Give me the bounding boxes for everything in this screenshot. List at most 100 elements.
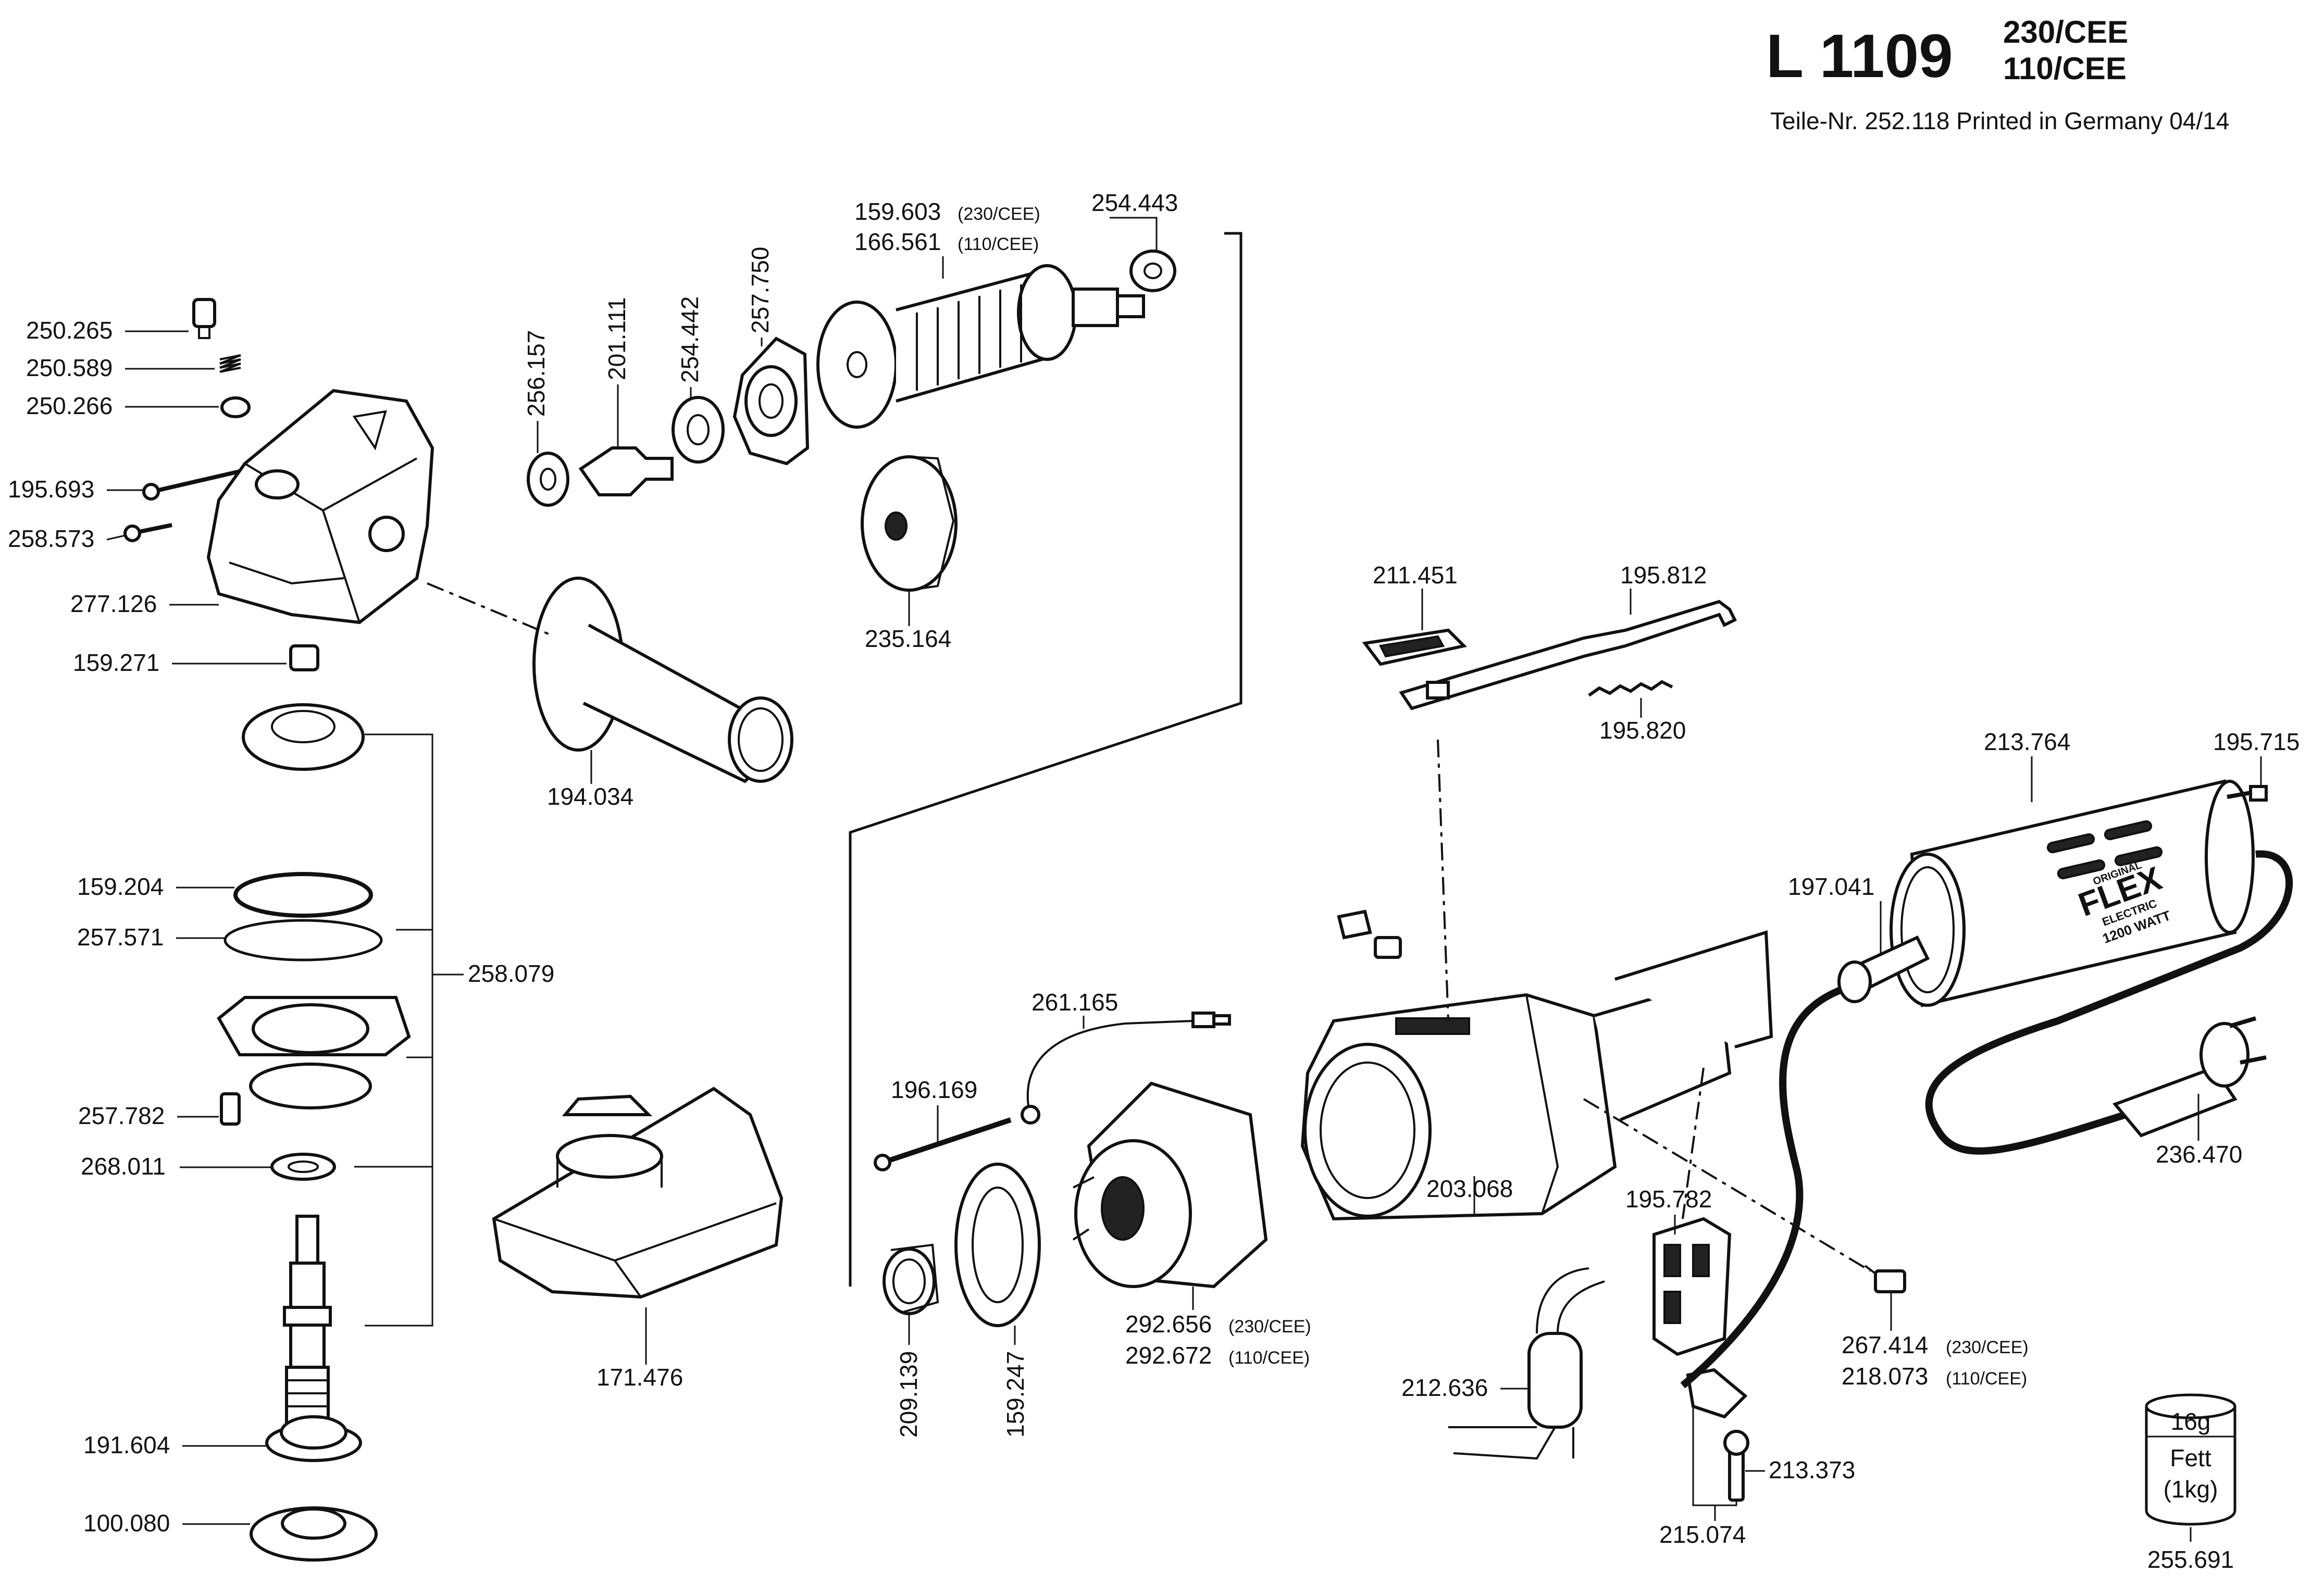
label-213764: 213.764 — [1984, 728, 2070, 755]
label-159247: 159.247 — [1002, 1351, 1029, 1438]
spring-part — [219, 354, 241, 373]
carbon-brush-part — [1874, 1269, 1906, 1293]
variant-230: 230/CEE — [2003, 15, 2128, 49]
grease-can: 16g Fett (1kg) 255.691 — [2145, 1393, 2236, 1573]
label-209139: 209.139 — [895, 1351, 922, 1438]
motor-cover-labels: 213.764 195.715 197.041 236.470 — [1788, 728, 2300, 1168]
model-title: L 1109 — [1766, 22, 1953, 91]
small-gear-part — [527, 452, 569, 507]
switch-rod-part — [1399, 600, 1737, 710]
variant-230-267414: (230/CEE) — [1946, 1338, 2029, 1357]
bevel-gear-part — [242, 703, 365, 771]
label-257782: 257.782 — [78, 1102, 165, 1129]
label-268011: 268.011 — [81, 1153, 166, 1180]
variant-110-218073: (110/CEE) — [1946, 1369, 2027, 1389]
label-159603: 159.603 — [854, 198, 941, 225]
washer-part — [270, 1153, 336, 1181]
label-195812: 195.812 — [1620, 561, 1707, 589]
cover-screw-part — [2249, 785, 2268, 802]
ground-wire-part — [1026, 1020, 1194, 1110]
label-236470: 236.470 — [2156, 1141, 2242, 1168]
label-267414: 267.414 — [1842, 1331, 1928, 1358]
label-212636: 212.636 — [1401, 1374, 1488, 1401]
snap-ring-part — [223, 919, 383, 962]
long-screw-part — [885, 1117, 1012, 1164]
label-195820: 195.820 — [1599, 717, 1686, 744]
suppressor-part — [1527, 1332, 1583, 1429]
vent-slots — [2046, 820, 2163, 880]
label-201111: 201.111 — [603, 297, 630, 380]
label-194034: 194.034 — [547, 783, 633, 810]
armature-labels: 256.157 201.111 254.442 257.750 159.603 … — [523, 189, 1178, 810]
switch-part — [1652, 1217, 1732, 1356]
label-256157: 256.157 — [523, 330, 550, 417]
left-labels: 250.265 250.589 250.266 195.693 258.573 … — [8, 317, 554, 1537]
pinion-part — [578, 446, 674, 496]
return-spring-part — [1588, 680, 1673, 697]
variant-110-166561: (110/CEE) — [958, 234, 1039, 254]
label-100080: 100.080 — [83, 1509, 170, 1537]
label-277126: 277.126 — [70, 590, 157, 617]
label-250589: 250.589 — [26, 354, 113, 381]
label-159271: 159.271 — [73, 649, 159, 676]
label-213373: 213.373 — [1769, 1456, 1855, 1483]
label-254443: 254.443 — [1091, 189, 1178, 216]
label-166561: 166.561 — [854, 228, 941, 255]
wheel-guard-group: 171.476 — [492, 1087, 784, 1391]
flange-screw-part — [220, 1092, 241, 1126]
label-292672: 292.672 — [1125, 1342, 1212, 1369]
o-ring-part — [220, 396, 251, 418]
label-215074: 215.074 — [1659, 1521, 1746, 1548]
armature-part — [816, 301, 898, 429]
label-258079: 258.079 — [468, 960, 554, 987]
label-211451: 211.451 — [1373, 561, 1458, 589]
label-197041: 197.041 — [1788, 873, 1874, 900]
label-218073: 218.073 — [1842, 1363, 1928, 1390]
header: L 1109 230/CEE 110/CEE Teile-Nr. 252.118… — [1766, 15, 2229, 134]
cable-clamp-part — [1686, 1368, 1748, 1419]
label-250266: 250.266 — [26, 392, 113, 419]
mains-plug-part — [2112, 1066, 2238, 1138]
motor-group — [874, 739, 1906, 1502]
ball-bearing-part — [672, 396, 725, 464]
label-195715: 195.715 — [2213, 728, 2300, 755]
grease-type: Fett — [2170, 1444, 2211, 1471]
label-257750: 257.750 — [747, 247, 774, 333]
label-203068: 203.068 — [1426, 1175, 1513, 1202]
label-261165: 261.165 — [1031, 989, 1118, 1016]
switch-rod-labels: 211.451 195.812 195.820 — [1373, 561, 1707, 744]
part-number-note: Teile-Nr. 252.118 Printed in Germany 04/… — [1770, 107, 2229, 134]
label-255691: 255.691 — [2147, 1546, 2234, 1573]
label-254442: 254.442 — [676, 296, 703, 383]
spindle-part — [295, 1215, 319, 1265]
armature-group — [427, 249, 1176, 783]
variant-110-292672: (110/CEE) — [1228, 1348, 1310, 1368]
variant-110: 110/CEE — [2003, 51, 2127, 86]
cap-screw-part — [192, 298, 216, 328]
variant-230-159603: (230/CEE) — [958, 204, 1040, 224]
variant-230-292656: (230/CEE) — [1228, 1317, 1311, 1337]
label-292656: 292.656 — [1125, 1311, 1212, 1338]
retaining-ring-part — [233, 872, 373, 918]
grease-can-size: (1kg) — [2164, 1476, 2218, 1503]
label-257571: 257.571 — [77, 923, 164, 951]
label-235164: 235.164 — [865, 625, 951, 652]
gear-head-group — [123, 298, 434, 1562]
gear-housing-part — [206, 389, 434, 625]
motor-labels: 196.169 261.165 209.139 159.247 292.656 … — [891, 989, 2029, 1548]
label-191604: 191.604 — [83, 1431, 170, 1458]
needle-bearing-part — [289, 644, 319, 671]
motor-cover-group: ORIGINAL FLEX ELECTRIC 1200 WATT — [1680, 779, 2293, 1389]
large-washer-part — [954, 1163, 1041, 1327]
label-250265: 250.265 — [26, 317, 113, 344]
assembly-frame — [849, 232, 1242, 1287]
wheel-guard-part — [492, 1087, 784, 1299]
end-bearing-part — [1129, 249, 1176, 292]
label-195693: 195.693 — [8, 476, 94, 503]
power-cable-part — [1680, 986, 1843, 1389]
label-171476: 171.476 — [596, 1364, 683, 1391]
label-196169: 196.169 — [891, 1076, 977, 1103]
grease-amount: 16g — [2171, 1408, 2211, 1435]
label-195782: 195.782 — [1625, 1185, 1712, 1213]
